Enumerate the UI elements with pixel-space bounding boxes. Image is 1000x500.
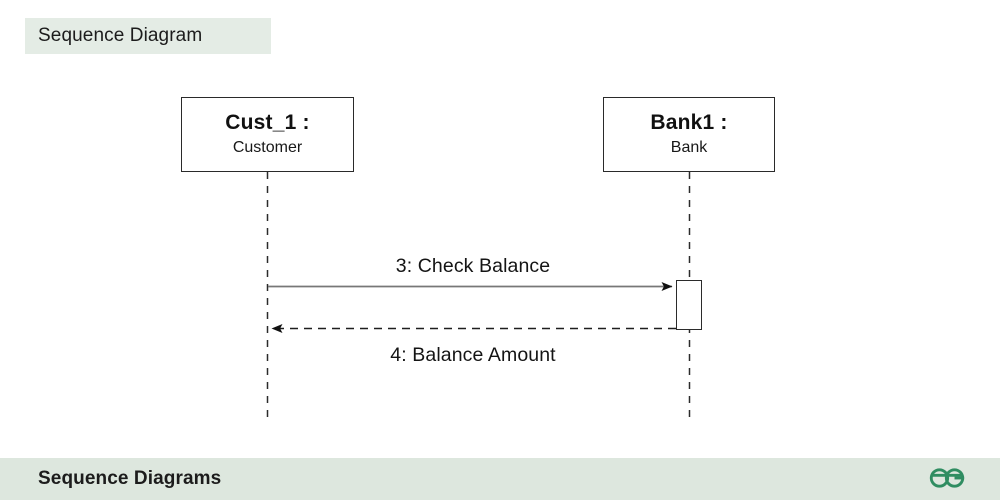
footer-title: Sequence Diagrams <box>38 468 222 489</box>
participant-type-bank1: Bank <box>670 139 708 157</box>
participant-type-cust-1: Customer <box>232 139 303 157</box>
message-label-balance-amount: 4: Balance Amount <box>390 344 556 366</box>
sequence-diagram-svg <box>266 172 691 420</box>
participant-box-bank1[interactable]: Bank1 : Bank <box>603 97 775 172</box>
activation-bar-bank1[interactable] <box>676 280 702 330</box>
header-highlight-band <box>25 18 271 54</box>
sequence-diagram-canvas: Cust_1 : Customer Bank1 : Bank 3: Check … <box>181 97 775 420</box>
geeksforgeeks-logo-icon <box>929 468 965 488</box>
footer-band <box>0 458 1000 500</box>
participant-box-cust-1[interactable]: Cust_1 : Customer <box>181 97 354 172</box>
page-title: Sequence Diagram <box>38 25 203 46</box>
participant-name-cust-1: Cust_1 : <box>225 110 310 134</box>
participant-name-bank1: Bank1 : <box>650 110 728 134</box>
message-label-check-balance: 3: Check Balance <box>395 255 551 277</box>
